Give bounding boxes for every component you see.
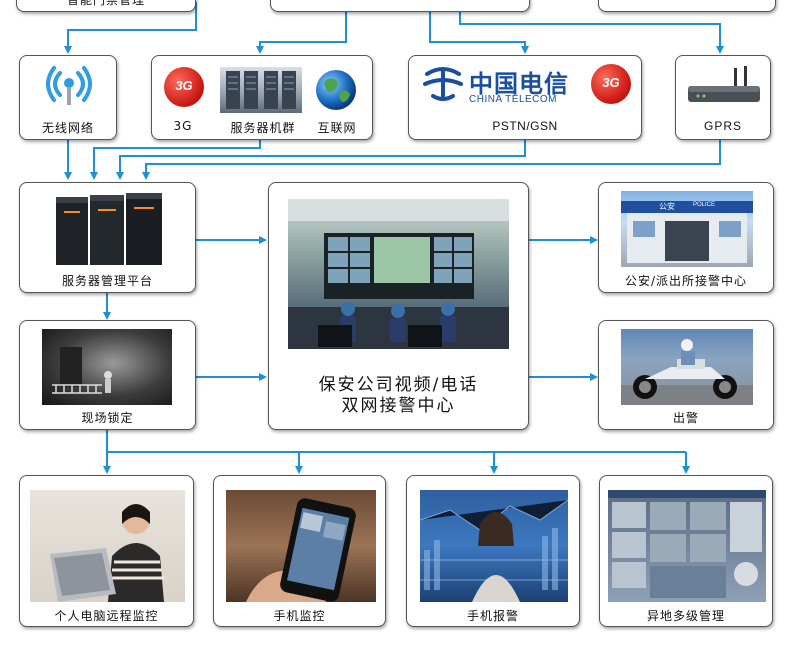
mobile-monitor-label: 手机监控	[273, 609, 326, 623]
wifi-icon	[46, 66, 92, 105]
internet-label: 互联网	[317, 121, 357, 135]
scene-lock-box: 现场锁定	[19, 320, 196, 430]
3g-badge: 3G	[591, 64, 631, 104]
police-sign-cn: 公安	[659, 202, 675, 211]
pstn-box: 中国电信 CHINA TELECOM 3G PSTN/GSN	[408, 55, 642, 140]
china-telecom-en: CHINA TELECOM	[469, 94, 557, 105]
3g-logo: 3G	[164, 67, 204, 107]
access-control-label: 智能门禁管理	[66, 0, 145, 7]
gprs-label: GPRS	[703, 119, 742, 133]
mobile-alarm-box: 手机报警	[406, 475, 580, 627]
pstn-label: PSTN/GSN	[492, 119, 558, 133]
china-telecom-logo-icon	[423, 67, 463, 101]
monitoring-room-image	[288, 199, 509, 349]
alarm-center-title-line1: 保安公司视频/电话	[318, 375, 479, 395]
multi-level-label: 异地多级管理	[646, 609, 725, 623]
scene-lock-label: 现场锁定	[81, 411, 134, 425]
phone-call-image	[420, 490, 568, 602]
dispatch-box: 出警	[598, 320, 774, 430]
router-icon	[688, 66, 760, 102]
3g-label: 3G	[173, 119, 193, 133]
top-center-box	[270, 0, 530, 12]
mobile-monitor-box: 手机监控	[213, 475, 386, 627]
phone-monitor-image	[226, 490, 376, 602]
gprs-box: GPRS	[675, 55, 771, 140]
globe-icon	[316, 70, 356, 110]
pc-monitor-box: 个人电脑远程监控	[19, 475, 194, 627]
3g-logo-text: 3G	[175, 78, 193, 93]
wireless-network-box: 无线网络	[19, 55, 117, 140]
police-station-label: 公安/派出所接警中心	[624, 274, 748, 288]
police-station-box: 公安 POLICE 公安/派出所接警中心	[598, 182, 774, 293]
top-right-box	[598, 0, 776, 12]
woman-laptop-image	[30, 490, 185, 602]
server-cluster-label: 服务器机群	[230, 121, 296, 135]
server-cluster-image	[220, 67, 302, 113]
wireless-network-label: 无线网络	[41, 121, 94, 135]
server-mgmt-label: 服务器管理平台	[61, 274, 153, 288]
network-group-box: 3G 3G 服务器机群 互联网	[151, 55, 373, 140]
dispatch-label: 出警	[672, 411, 699, 425]
multi-screen-image	[608, 490, 766, 602]
access-control-box: 智能门禁管理	[16, 0, 196, 12]
mobile-alarm-label: 手机报警	[466, 609, 519, 623]
police-motorcycle-image	[621, 329, 753, 405]
pc-monitor-label: 个人电脑远程监控	[54, 609, 159, 623]
server-rack-icon	[56, 193, 162, 265]
china-telecom-cn: 中国电信	[469, 70, 569, 98]
police-station-image: 公安 POLICE	[621, 191, 753, 267]
police-sign-en: POLICE	[693, 202, 716, 208]
alarm-center-title-line2: 双网接警中心	[341, 396, 456, 416]
night-surveillance-image	[42, 329, 172, 405]
3g-badge-text: 3G	[602, 75, 620, 90]
server-mgmt-box: 服务器管理平台	[19, 182, 196, 293]
alarm-center-box: 保安公司视频/电话 双网接警中心	[268, 182, 529, 430]
multi-level-box: 异地多级管理	[599, 475, 773, 627]
